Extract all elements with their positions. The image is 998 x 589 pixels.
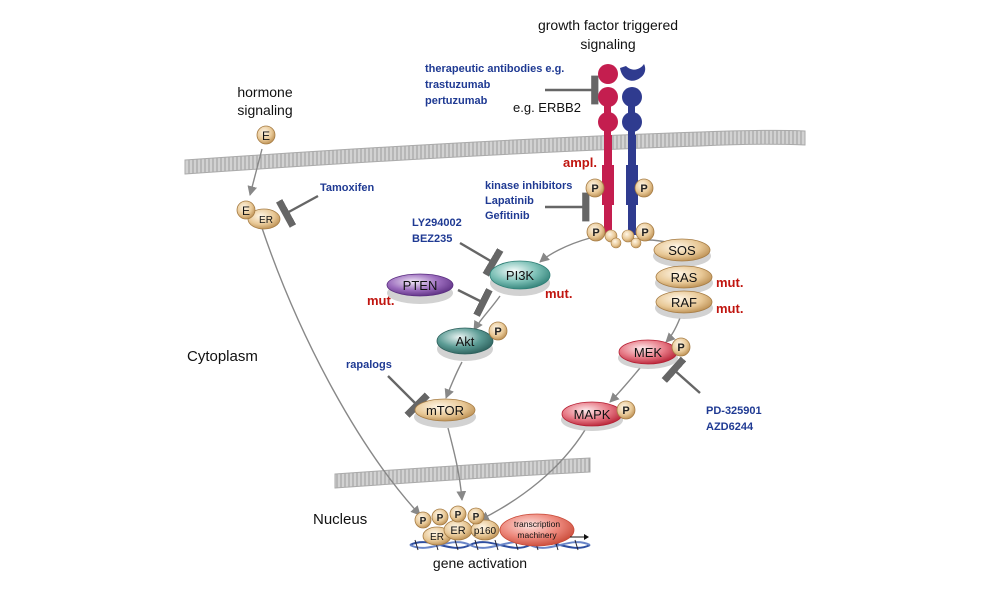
kinase-inhibitor-label-3: Gefitinib bbox=[485, 210, 530, 222]
inhibit-mek bbox=[661, 356, 701, 394]
mek-inhibitor-label-1: PD-325901 bbox=[706, 405, 762, 417]
inhibit-pi3k bbox=[459, 241, 504, 277]
svg-text:transcription: transcription bbox=[514, 519, 561, 529]
antibody-label-1: therapeutic antibodies e.g. bbox=[425, 63, 564, 75]
svg-text:P: P bbox=[677, 342, 684, 354]
svg-text:P: P bbox=[420, 516, 427, 527]
svg-text:ER: ER bbox=[450, 525, 465, 537]
receptor-docking-beads bbox=[604, 229, 642, 249]
pi3k-mut-label: mut. bbox=[545, 286, 572, 301]
raf-mut-label: mut. bbox=[716, 301, 743, 316]
svg-text:PI3K: PI3K bbox=[506, 268, 535, 283]
svg-text:P: P bbox=[640, 183, 647, 195]
hormone-label-2: signaling bbox=[237, 102, 292, 118]
inhibit-tamoxifen bbox=[275, 194, 319, 228]
pi3k-inhibitor-label-2: BEZ235 bbox=[412, 233, 452, 245]
arrow-receptor-to-pi3k bbox=[539, 237, 591, 263]
svg-text:SOS: SOS bbox=[668, 243, 696, 258]
svg-text:MEK: MEK bbox=[634, 345, 663, 360]
svg-text:ER: ER bbox=[430, 532, 444, 543]
mek-phospho: P bbox=[671, 337, 691, 357]
kinase-inhibitor-label-1: kinase inhibitors bbox=[485, 180, 572, 192]
svg-text:Akt: Akt bbox=[456, 334, 475, 349]
svg-text:P: P bbox=[641, 227, 648, 239]
svg-text:RAF: RAF bbox=[671, 295, 697, 310]
rapalogs-label: rapalogs bbox=[346, 359, 392, 371]
arrow-er-to-nucleus bbox=[261, 227, 421, 516]
akt-node: Akt bbox=[436, 327, 494, 361]
mtor-node: mTOR bbox=[414, 398, 476, 428]
svg-text:RAS: RAS bbox=[671, 270, 698, 285]
inhibit-mtor bbox=[387, 375, 430, 418]
svg-text:E: E bbox=[242, 204, 250, 218]
cytoplasm-label: Cytoplasm bbox=[187, 348, 258, 365]
svg-text:MAPK: MAPK bbox=[574, 407, 611, 422]
svg-text:ER: ER bbox=[259, 215, 273, 226]
kinase-inhibitor-label-2: Lapatinib bbox=[485, 195, 534, 207]
estrogen-node: E bbox=[256, 125, 276, 145]
svg-text:PTEN: PTEN bbox=[403, 278, 438, 293]
growth-factor-label-2: signaling bbox=[580, 36, 635, 52]
svg-text:P: P bbox=[622, 405, 629, 417]
arrow-raf-to-mek bbox=[665, 317, 681, 343]
mek-node: MEK bbox=[618, 339, 678, 369]
tamoxifen-label: Tamoxifen bbox=[320, 182, 374, 194]
mek-inhibitor-label-2: AZD6244 bbox=[706, 421, 754, 433]
mapk-node: MAPK bbox=[561, 401, 623, 431]
pi3k-inhibitor-label-1: LY294002 bbox=[412, 217, 462, 229]
sos-node: SOS bbox=[653, 238, 711, 267]
arrow-e-to-er bbox=[247, 148, 263, 196]
svg-text:p160: p160 bbox=[474, 526, 497, 537]
erbb2-label: e.g. ERBB2 bbox=[513, 100, 581, 115]
arrow-mek-to-mapk bbox=[609, 367, 641, 403]
mapk-phospho: P bbox=[616, 400, 636, 420]
svg-text:P: P bbox=[473, 512, 480, 523]
svg-text:E: E bbox=[262, 129, 270, 143]
svg-text:machinery: machinery bbox=[517, 530, 557, 540]
arrow-akt-to-mtor bbox=[444, 361, 463, 399]
nucleus-label: Nucleus bbox=[313, 511, 367, 528]
inhibit-pten bbox=[457, 287, 493, 317]
svg-text:P: P bbox=[592, 227, 599, 239]
svg-text:P: P bbox=[455, 510, 462, 521]
receptor-phospho-p4: P bbox=[635, 222, 655, 242]
pten-node: PTEN bbox=[386, 273, 454, 304]
svg-text:P: P bbox=[494, 326, 501, 338]
pi3k-node: PI3K bbox=[489, 260, 551, 296]
nuclear-er-complex: ER ER p160 bbox=[422, 519, 500, 546]
erbb2-receptor bbox=[598, 64, 646, 235]
ras-mut-label: mut. bbox=[716, 275, 743, 290]
receptor-phospho-p3: P bbox=[586, 222, 606, 242]
hormone-label-1: hormone bbox=[237, 84, 292, 100]
svg-text:P: P bbox=[591, 183, 598, 195]
transcription-machinery: transcription machinery bbox=[499, 513, 589, 547]
antibody-label-3: pertuzumab bbox=[425, 95, 488, 107]
receptor-phospho-p2: P bbox=[634, 178, 654, 198]
er-complex: E ER bbox=[236, 200, 281, 230]
growth-factor-label-1: growth factor triggered bbox=[538, 17, 678, 33]
svg-text:P: P bbox=[437, 513, 444, 524]
arrow-mtor-to-nucleus bbox=[447, 427, 467, 501]
inhibition-edges bbox=[275, 75, 701, 418]
nuclear-membrane bbox=[334, 457, 591, 489]
arrow-mapk-to-nucleus bbox=[479, 429, 586, 521]
akt-phospho: P bbox=[488, 321, 508, 341]
ampl-label: ampl. bbox=[563, 155, 597, 170]
antibody-label-2: trastuzumab bbox=[425, 79, 491, 91]
pten-mut-label: mut. bbox=[367, 293, 394, 308]
plasma-membrane bbox=[184, 129, 806, 175]
nuclear-phospho-group: P P P P bbox=[414, 505, 485, 529]
gene-activation-label: gene activation bbox=[433, 555, 527, 571]
svg-text:mTOR: mTOR bbox=[426, 403, 464, 418]
ras-node: RAS bbox=[655, 265, 713, 294]
receptor-phospho-p1: P bbox=[585, 178, 605, 198]
raf-node: RAF bbox=[655, 290, 713, 319]
